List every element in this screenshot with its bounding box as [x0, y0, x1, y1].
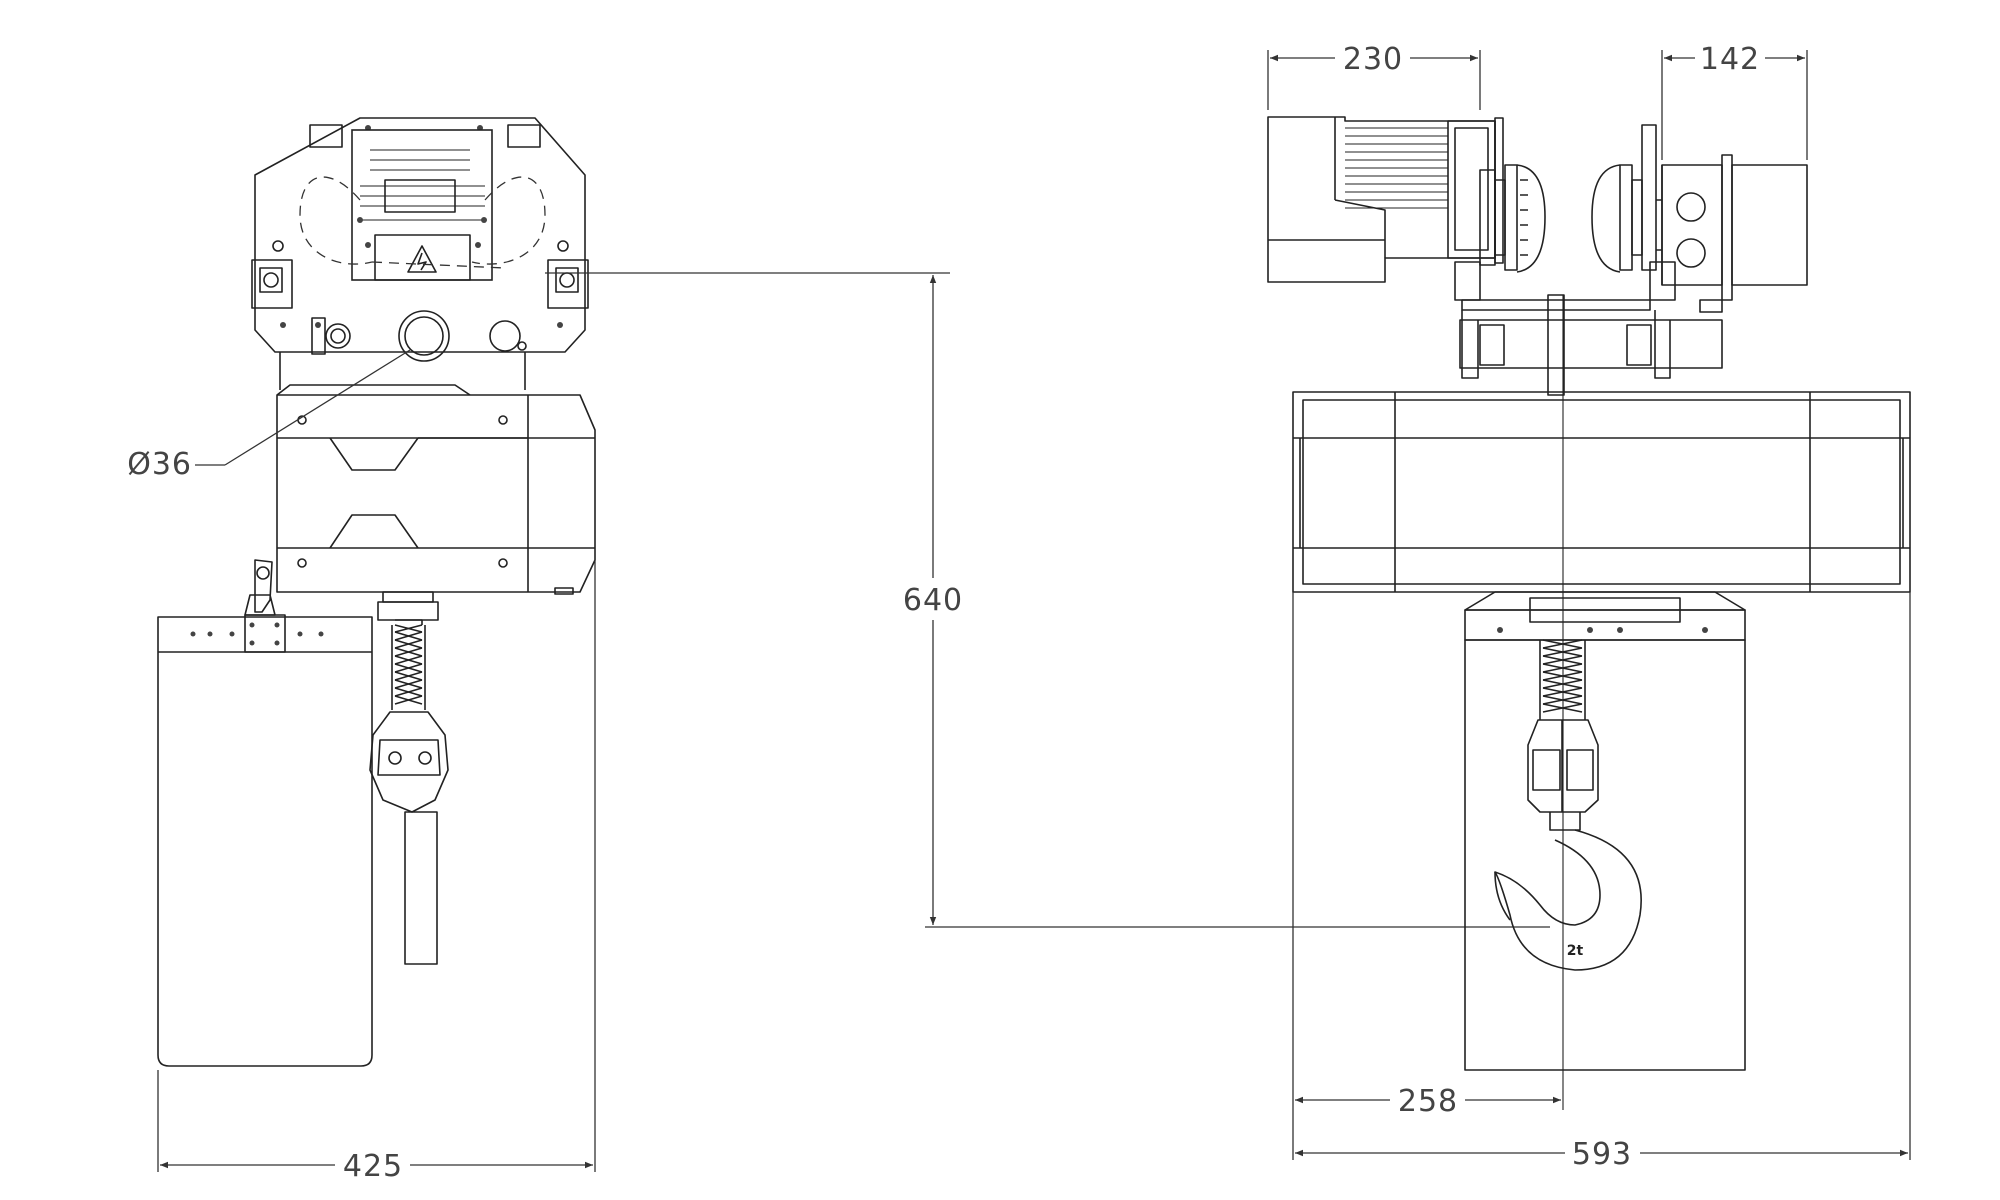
hook-offset-label: 258	[1398, 1084, 1458, 1119]
diameter-leader: Ø36	[127, 349, 411, 482]
control-box	[351, 129, 493, 281]
side-view: 2t 230 142 258	[1267, 42, 1911, 1172]
front-width-label: 425	[343, 1149, 403, 1184]
height-label: 640	[903, 583, 963, 618]
trolley-gearbox	[1656, 154, 1808, 301]
front-hook-assembly	[369, 591, 449, 965]
diameter-label: Ø36	[127, 447, 192, 482]
trolley-frame	[1454, 261, 1723, 396]
hoist-body	[276, 384, 596, 595]
total-width-label: 593	[1572, 1137, 1632, 1172]
chain-bag	[157, 559, 373, 1067]
front-width-dimension: 425	[157, 560, 596, 1184]
side-clamps	[251, 240, 589, 309]
side-hook-assembly: 2t	[1494, 639, 1642, 971]
total-width-dimension: 593	[1295, 1137, 1908, 1172]
right-unit-width-dimension: 142	[1661, 42, 1808, 160]
right-unit-width-label: 142	[1700, 42, 1760, 77]
motor-width-label: 230	[1343, 42, 1403, 77]
motor-width-dimension: 230	[1267, 42, 1481, 110]
front-view: Ø36 425	[127, 117, 596, 1184]
gear-wheel-left	[1479, 164, 1546, 273]
hook-block-side	[1464, 591, 1746, 1071]
hoist-body-side	[1292, 391, 1911, 593]
hidden-wheels	[299, 176, 546, 269]
trolley-motor	[1267, 116, 1504, 283]
height-dimension: 640	[545, 272, 1550, 928]
trolley-plate	[280, 310, 563, 362]
gear-wheel-right	[1591, 124, 1657, 273]
hook-offset-dimension: 258	[1295, 1084, 1561, 1119]
hook-capacity-label: 2t	[1567, 943, 1584, 959]
